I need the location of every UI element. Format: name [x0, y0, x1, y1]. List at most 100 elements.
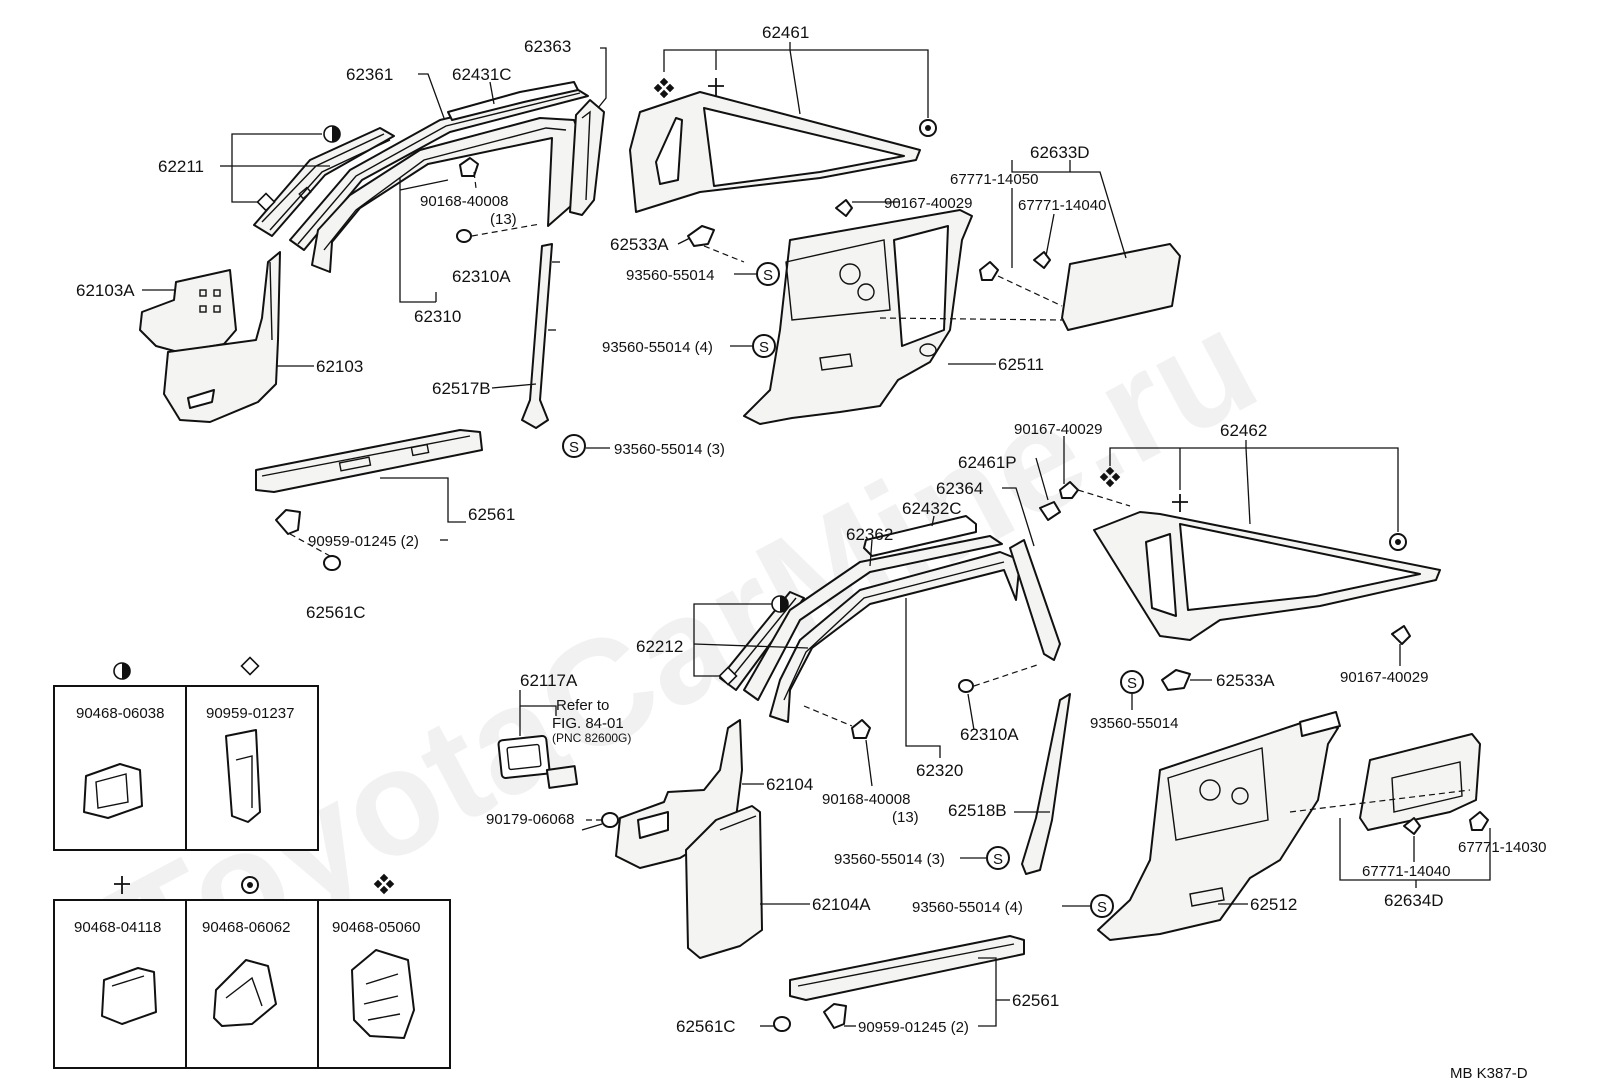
part-62533A-bottom: [1161, 669, 1191, 691]
label-62212: 62212: [636, 637, 683, 656]
clip-90179-06068: [586, 812, 619, 828]
label-93560-55014-4-top: 93560-55014 (4): [602, 339, 713, 356]
diamond-icon: [718, 666, 738, 686]
legend-top: 90468-06038 90959-01237: [53, 656, 319, 851]
part-62104A: [685, 805, 763, 959]
label-62117A: 62117A: [520, 671, 578, 690]
label-62104: 62104: [766, 775, 813, 794]
label-90168-40008-top: 90168-40008: [420, 193, 508, 210]
part-62310A-top: [456, 223, 541, 243]
label-62320: 62320: [916, 761, 963, 780]
four-diamond-icon: [653, 77, 675, 99]
label-refer-pnc: (PNC 82600G): [552, 731, 631, 745]
half-circle-icon: [113, 662, 131, 680]
label-90167-40029-bottom: 90167-40029: [1340, 669, 1428, 686]
cross-clip-icon: [1172, 494, 1188, 512]
svg-text:S: S: [1127, 675, 1137, 692]
ring-icon: [919, 119, 937, 137]
svg-text:S: S: [569, 439, 579, 456]
label-67771-14050: 67771-14050: [950, 171, 1038, 188]
part-62512: [1097, 711, 1341, 941]
label-90168-40008-top-qty: (13): [490, 211, 517, 228]
label-62103: 62103: [316, 357, 363, 376]
cross-clip-icon: [708, 78, 724, 96]
label-62310: 62310: [414, 307, 461, 326]
part-62462: [1093, 511, 1441, 641]
label-90167-40029-top: 90167-40029: [884, 195, 972, 212]
label-90959-01245-bottom: 90959-01245 (2): [858, 1019, 969, 1036]
label-67771-14030: 67771-14030: [1458, 839, 1546, 856]
clip-67771-14050: [979, 261, 1063, 307]
label-93560-55014-3-bottom: 93560-55014 (3): [834, 851, 945, 868]
label-90167-40029-mid: 90167-40029: [1014, 421, 1102, 438]
label-90168-40008-bottom: 90168-40008: [822, 791, 910, 808]
ring-icon: [1389, 533, 1407, 551]
label-93560-55014-top: 93560-55014: [626, 267, 714, 284]
screw-symbol-d: S: [1120, 670, 1144, 694]
four-diamond-icon: [373, 873, 395, 895]
label-62561-bottom: 62561: [1012, 991, 1059, 1010]
footer-code: MB K387-D: [1450, 1065, 1528, 1082]
clip-90167-40029-mid: [1059, 481, 1131, 507]
part-62511: [743, 209, 973, 425]
label-62634D: 62634D: [1384, 891, 1444, 910]
label-62561C-top: 62561C: [306, 603, 366, 622]
label-62211: 62211: [158, 157, 204, 176]
legend-part-90468-06062: 90468-06062: [202, 919, 290, 936]
clip-90168-40008-top: [459, 157, 479, 189]
label-93560-55014-3-top: 93560-55014 (3): [614, 441, 725, 458]
part-62634D: [1359, 733, 1481, 831]
label-90959-01245-top: 90959-01245 (2): [308, 533, 419, 550]
legend-part-90468-06038: 90468-06038: [76, 705, 164, 722]
legend-part-90959-01237: 90959-01237: [206, 705, 294, 722]
svg-text:S: S: [759, 339, 769, 356]
label-62432C: 62432C: [902, 499, 962, 518]
label-67771-14040-top: 67771-14040: [1018, 197, 1106, 214]
part-labels: 62461 62363 62361 62431C 62211 90168-400…: [76, 23, 1546, 1036]
clip-67771-14030: [1469, 811, 1489, 831]
clip-90168-40008-bottom: [803, 705, 871, 739]
four-diamond-icon: [1099, 466, 1121, 488]
label-62431C: 62431C: [452, 65, 512, 84]
label-62533A-top: 62533A: [610, 235, 669, 254]
label-62103A: 62103A: [76, 281, 135, 300]
label-refer-fig: FIG. 84-01: [552, 715, 624, 732]
legend-part-90468-05060: 90468-05060: [332, 919, 420, 936]
clip-67771-14040-bottom: [1403, 817, 1421, 835]
part-62432C: [863, 515, 977, 557]
label-refer-to: Refer to: [556, 697, 609, 714]
label-62310A-bottom: 62310A: [960, 725, 1019, 744]
screw-symbol-f: S: [1090, 894, 1114, 918]
clip-90959-01245-top: [275, 509, 331, 557]
label-62561-top: 62561: [468, 505, 515, 524]
clip-67771-14040-top: [1033, 251, 1051, 269]
label-62462: 62462: [1220, 421, 1267, 440]
svg-text:S: S: [993, 851, 1003, 868]
half-circle-icon: [771, 595, 789, 613]
half-circle-icon: [323, 125, 341, 143]
part-62363: [569, 99, 605, 216]
label-62533A-bottom: 62533A: [1216, 671, 1275, 690]
label-90168-40008-bottom-qty: (13): [892, 809, 919, 826]
part-62461: [629, 91, 921, 213]
label-93560-55014-4-bottom: 93560-55014 (4): [912, 899, 1023, 916]
part-62103: [163, 251, 281, 423]
label-93560-55014-bottom: 93560-55014: [1090, 715, 1178, 732]
part-62320: [769, 551, 1021, 723]
label-62310A-top: 62310A: [452, 267, 511, 286]
part-62103A: [139, 269, 237, 353]
part-62364: [1009, 539, 1061, 661]
label-62511: 62511: [998, 355, 1044, 374]
label-62461: 62461: [762, 23, 809, 42]
part-62561-bottom: [789, 935, 1025, 1001]
clip-90167-40029-top: [835, 199, 853, 217]
label-62561C-bottom: 62561C: [676, 1017, 736, 1036]
part-62633D: [1061, 243, 1181, 331]
label-62363: 62363: [524, 37, 571, 56]
part-62212: [719, 591, 805, 691]
label-62364: 62364: [936, 479, 983, 498]
part-62561C-bottom: [773, 1016, 791, 1032]
part-62461P: [1039, 501, 1061, 521]
label-62104A: 62104A: [812, 895, 871, 914]
